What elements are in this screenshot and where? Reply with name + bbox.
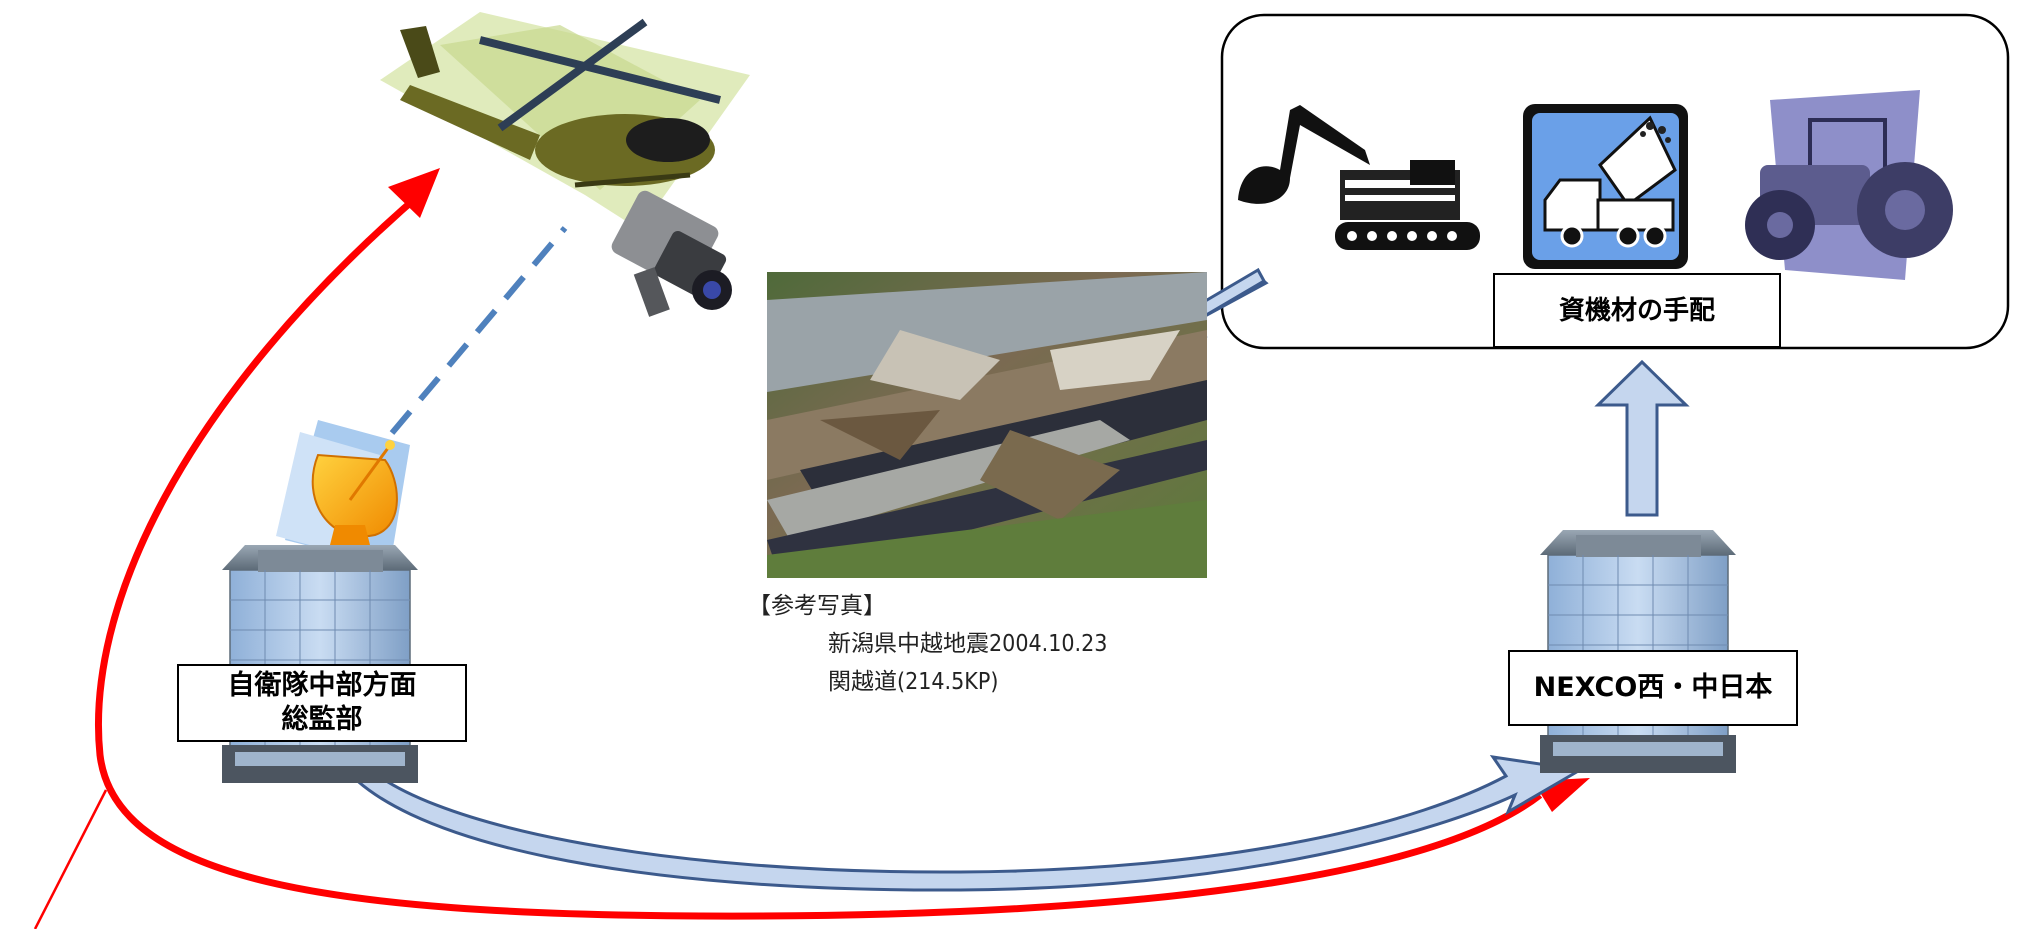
sdf-hq-label-line2: 総監部 bbox=[281, 704, 363, 735]
dump-truck-icon bbox=[1523, 104, 1688, 269]
earthquake-photo bbox=[767, 272, 1207, 578]
video-camera-icon bbox=[611, 190, 732, 317]
satellite-link-dashed bbox=[389, 226, 568, 435]
photo-caption-line1: 新潟県中越地震2004.10.23 bbox=[828, 631, 1108, 657]
red-pointer-line bbox=[33, 789, 108, 929]
photo-caption: 【参考写真】 新潟県中越地震2004.10.23 関越道(214.5KP) bbox=[748, 586, 1107, 696]
blue-arrow-sdf-to-nexco bbox=[331, 752, 1585, 892]
materials-label: 資機材の手配 bbox=[1493, 273, 1781, 348]
helicopter-icon bbox=[380, 12, 750, 230]
road-roller-icon bbox=[1745, 90, 1953, 280]
excavator-icon bbox=[1238, 105, 1480, 250]
photo-caption-line2: 関越道(214.5KP) bbox=[828, 669, 999, 695]
satellite-dish-icon bbox=[276, 420, 410, 566]
sdf-hq-label: 自衛隊中部方面 総監部 bbox=[177, 664, 467, 742]
red-arrow-to-helicopter bbox=[94, 187, 1543, 920]
red-arrowhead-helicopter bbox=[388, 168, 440, 218]
sdf-hq-label-line1: 自衛隊中部方面 bbox=[227, 670, 417, 701]
nexco-label: NEXCO西・中日本 bbox=[1508, 650, 1798, 726]
photo-caption-title: 【参考写真】 bbox=[748, 593, 886, 619]
blue-arrow-up-to-materials bbox=[1594, 359, 1690, 517]
